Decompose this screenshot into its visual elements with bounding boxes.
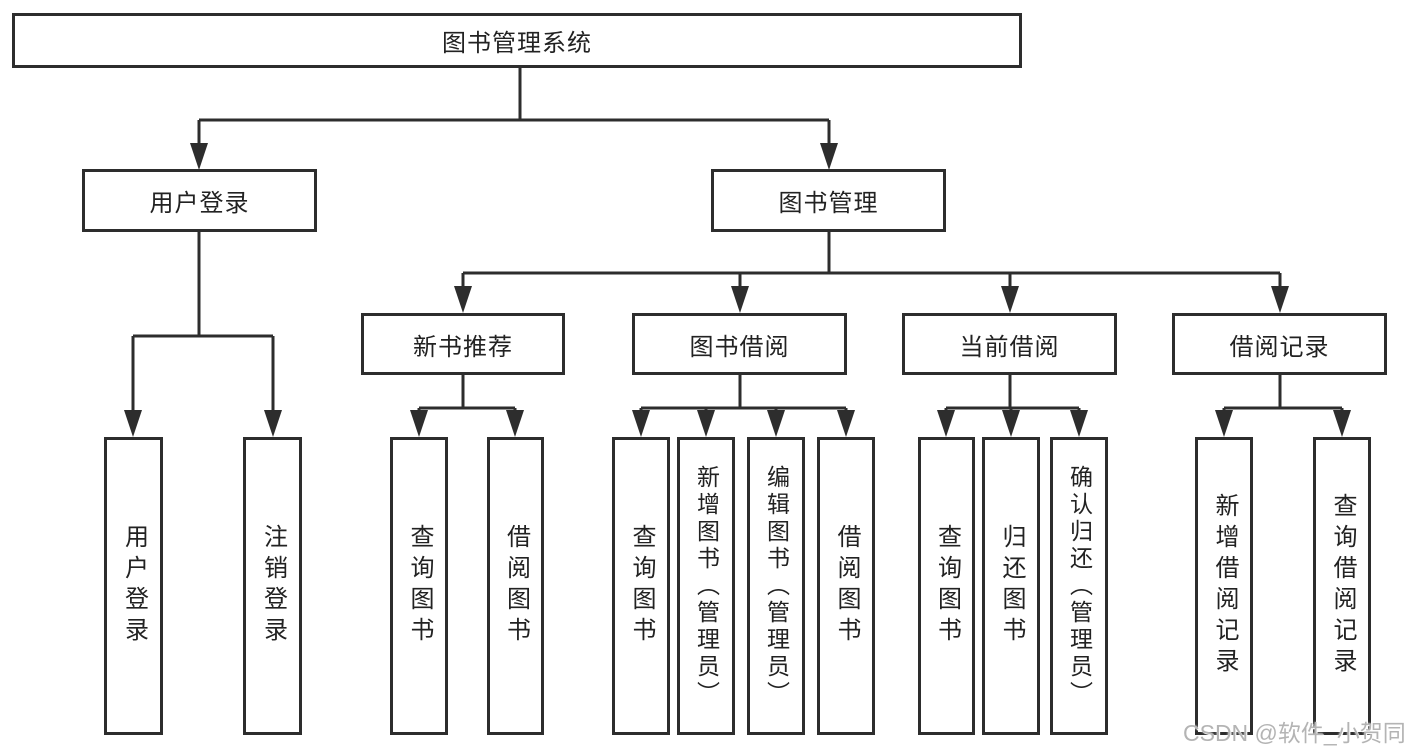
- leaf-current-confirm-return-admin-label: 确认归还（管理员）: [1066, 464, 1093, 708]
- arrow-down-icon: [1271, 286, 1289, 313]
- leaf-recommend-query-book: 查询图书: [390, 437, 448, 735]
- arrow-down-icon: [506, 410, 524, 437]
- arrow-down-icon: [190, 143, 208, 170]
- leaf-current-query-book: 查询图书: [918, 437, 975, 735]
- leaf-record-query: 查询借阅记录: [1313, 437, 1371, 735]
- node-new-book-recommend: 新书推荐: [361, 313, 565, 375]
- leaf-borrowing-add-book-admin-label: 新增图书（管理员）: [693, 464, 720, 708]
- leaf-record-add: 新增借阅记录: [1195, 437, 1253, 735]
- node-user-login-label: 用户登录: [149, 190, 250, 217]
- arrow-down-icon: [1215, 410, 1233, 437]
- node-book-borrowing-label: 图书借阅: [689, 333, 790, 361]
- node-new-book-recommend-label: 新书推荐: [413, 333, 513, 361]
- leaf-borrowing-edit-book-admin-label: 编辑图书（管理员）: [763, 464, 790, 708]
- leaf-record-query-label: 查询借阅记录: [1329, 493, 1356, 679]
- leaf-recommend-borrow-book-label: 借阅图书: [502, 524, 530, 648]
- leaf-current-return-book-label: 归还图书: [998, 524, 1025, 648]
- arrow-down-icon: [1002, 410, 1020, 437]
- node-book-borrowing: 图书借阅: [632, 313, 847, 375]
- leaf-record-add-label: 新增借阅记录: [1211, 493, 1238, 679]
- node-borrowing-records: 借阅记录: [1172, 313, 1387, 375]
- arrow-down-icon: [837, 410, 855, 437]
- arrow-down-icon: [1001, 286, 1019, 313]
- leaf-recommend-query-book-label: 查询图书: [406, 524, 433, 648]
- node-current-borrowing: 当前借阅: [902, 313, 1117, 375]
- arrow-down-icon: [1070, 410, 1088, 437]
- leaf-user-login-label: 用户登录: [120, 524, 148, 648]
- node-root-label: 图书管理系统: [442, 30, 592, 57]
- leaf-borrowing-borrow-book-label: 借阅图书: [833, 524, 860, 648]
- leaf-logout-label: 注销登录: [259, 524, 287, 648]
- leaf-recommend-borrow-book: 借阅图书: [487, 437, 544, 735]
- arrow-down-icon: [697, 410, 715, 437]
- node-borrowing-records-label: 借阅记录: [1229, 333, 1330, 361]
- leaf-borrowing-edit-book-admin: 编辑图书（管理员）: [747, 437, 805, 735]
- leaf-user-login: 用户登录: [104, 437, 163, 735]
- arrow-down-icon: [820, 143, 838, 170]
- node-root: 图书管理系统: [12, 13, 1022, 68]
- arrowheads: [124, 143, 1351, 437]
- node-book-management-label: 图书管理: [778, 190, 879, 217]
- arrow-down-icon: [767, 410, 785, 437]
- leaf-logout: 注销登录: [243, 437, 302, 735]
- watermark: CSDN @软件_小贺同学: [1183, 720, 1405, 746]
- leaf-borrowing-add-book-admin: 新增图书（管理员）: [677, 437, 735, 735]
- node-book-management: 图书管理: [711, 169, 946, 232]
- node-user-login: 用户登录: [82, 169, 317, 232]
- arrow-down-icon: [124, 410, 142, 437]
- arrow-down-icon: [264, 410, 282, 437]
- node-current-borrowing-label: 当前借阅: [959, 333, 1060, 361]
- leaf-current-query-book-label: 查询图书: [933, 524, 961, 648]
- arrow-down-icon: [731, 286, 749, 313]
- arrow-down-icon: [632, 410, 650, 437]
- arrow-down-icon: [1333, 410, 1351, 437]
- leaf-borrowing-query-book: 查询图书: [612, 437, 670, 735]
- arrow-down-icon: [410, 410, 428, 437]
- arrow-down-icon: [937, 410, 955, 437]
- arrow-down-icon: [454, 286, 472, 313]
- leaf-current-confirm-return-admin: 确认归还（管理员）: [1050, 437, 1108, 735]
- leaf-borrowing-query-book-label: 查询图书: [628, 524, 655, 648]
- leaf-current-return-book: 归还图书: [982, 437, 1040, 735]
- leaf-borrowing-borrow-book: 借阅图书: [817, 437, 875, 735]
